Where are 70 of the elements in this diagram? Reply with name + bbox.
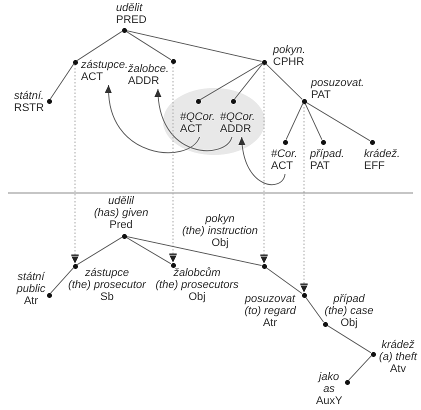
branch-line bbox=[326, 324, 372, 354]
tag-label: AuxY bbox=[316, 395, 342, 407]
word-label: posuzovat bbox=[244, 293, 296, 305]
branch-line bbox=[50, 267, 74, 294]
word-label: #QCor. bbox=[220, 111, 256, 123]
tag-label: CPHR bbox=[273, 56, 304, 68]
translation-label: (a) theft bbox=[379, 351, 417, 363]
tag-label: EFF bbox=[364, 160, 385, 172]
translation-label: (the) prosecutors bbox=[156, 279, 239, 291]
word-label: případ. bbox=[310, 148, 344, 160]
word-label: posuzovat. bbox=[311, 77, 364, 89]
word-label: #QCor. bbox=[180, 111, 216, 123]
translation-label: as bbox=[323, 383, 335, 395]
word-label: případ bbox=[333, 293, 365, 305]
branch-line bbox=[266, 267, 302, 294]
translation-label: public bbox=[16, 283, 46, 295]
branch-line bbox=[126, 236, 172, 264]
branch-line bbox=[348, 355, 372, 381]
word-label: pokyn bbox=[205, 213, 235, 225]
word-label: udělil bbox=[108, 195, 134, 207]
translation-label: (the) instruction bbox=[182, 225, 258, 237]
word-label: jako bbox=[318, 371, 340, 383]
tag-label: ACT bbox=[81, 71, 103, 83]
word-label: státní. bbox=[14, 90, 44, 102]
branch-line bbox=[76, 30, 122, 62]
branch-line bbox=[265, 63, 303, 100]
word-label: státní bbox=[18, 271, 44, 283]
branch-line bbox=[200, 62, 262, 100]
tag-label: Atr bbox=[24, 295, 38, 307]
branch-line bbox=[126, 30, 172, 60]
word-label: žalobce. bbox=[128, 63, 169, 75]
tag-label: PAT bbox=[310, 160, 330, 172]
curved-arrow bbox=[106, 84, 200, 154]
translation-label: (the) prosecutor bbox=[68, 279, 146, 291]
tag-label: ADDR bbox=[220, 123, 252, 135]
tag-label: RSTR bbox=[14, 102, 44, 114]
tag-label: Atr bbox=[262, 317, 278, 329]
tag-label: Obj bbox=[211, 237, 229, 249]
word-label: udělit bbox=[116, 2, 142, 14]
branch-line bbox=[126, 236, 262, 266]
branch-line bbox=[306, 102, 370, 142]
curved-arrow bbox=[238, 136, 286, 186]
tag-label: Atv bbox=[390, 363, 406, 375]
tag-label: PAT bbox=[311, 89, 331, 101]
tag-label: Pred bbox=[109, 219, 133, 231]
tag-label: ADDR bbox=[128, 75, 160, 87]
translation-label: (to) regard bbox=[244, 305, 296, 317]
translation-label: (the) case bbox=[324, 305, 374, 317]
branch-line bbox=[286, 102, 304, 140]
word-label: krádež bbox=[381, 339, 415, 351]
branch-line bbox=[126, 30, 262, 62]
word-label: zástupce. bbox=[81, 59, 128, 71]
tag-label: Obj bbox=[188, 291, 206, 303]
branch-line bbox=[304, 102, 322, 140]
word-label: pokyn. bbox=[273, 44, 306, 56]
tag-label: Obj bbox=[340, 317, 358, 329]
translation-label: (has) given bbox=[94, 207, 148, 219]
word-label: zástupce bbox=[84, 267, 130, 279]
tag-label: PRED bbox=[116, 14, 147, 26]
curved-arrow bbox=[155, 88, 232, 152]
branch-line bbox=[76, 236, 122, 266]
tag-label: ACT bbox=[180, 123, 202, 135]
word-label: #Cor. bbox=[271, 148, 298, 160]
branch-line bbox=[234, 64, 263, 100]
tag-label: Sb bbox=[100, 291, 114, 303]
word-label: žalobcům bbox=[173, 267, 221, 279]
branch-line bbox=[50, 64, 74, 100]
branch-line bbox=[305, 296, 324, 322]
tag-label: ACT bbox=[271, 160, 293, 172]
word-label: krádež. bbox=[364, 148, 400, 160]
